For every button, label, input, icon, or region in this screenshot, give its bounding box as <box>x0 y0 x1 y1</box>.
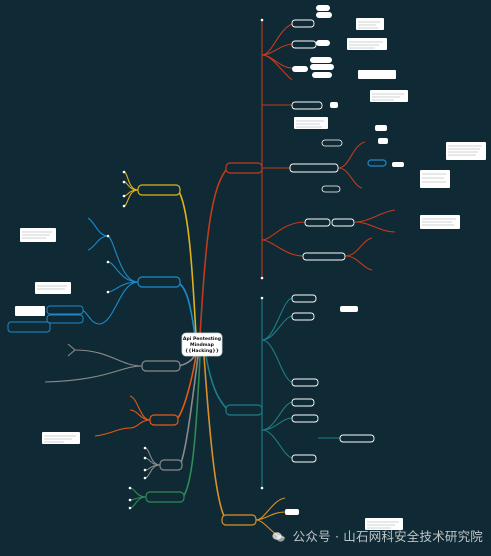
trunk-red <box>199 167 229 337</box>
node-red-main <box>225 162 263 174</box>
node-teal-main <box>225 404 263 416</box>
trunk-gray-lower <box>179 355 199 466</box>
wechat-icon <box>272 531 285 546</box>
note-card <box>35 282 71 294</box>
note-card <box>446 142 486 160</box>
node <box>310 57 332 63</box>
node-gold-main <box>221 514 257 526</box>
node-blue-highlight <box>367 159 387 167</box>
node <box>291 378 319 387</box>
node <box>304 218 331 227</box>
node <box>291 101 323 110</box>
root-node: Api Pentesting Mindmap {{Hacking}} <box>181 332 223 357</box>
node <box>285 509 299 515</box>
note-card <box>356 18 384 30</box>
trunk-gold <box>203 355 227 521</box>
node <box>340 306 358 312</box>
node <box>375 125 387 131</box>
node <box>46 314 84 324</box>
node <box>321 139 343 147</box>
node <box>291 294 317 303</box>
node <box>46 305 84 315</box>
node <box>291 414 319 423</box>
node <box>291 40 317 49</box>
watermark-text: 公众号 · 山石网科安全技术研究院 <box>292 529 483 544</box>
node-orange-main <box>149 414 179 426</box>
root-title-line-3: {{Hacking}} <box>185 348 219 354</box>
node-blue-main <box>137 276 181 288</box>
node <box>292 66 308 72</box>
node <box>289 163 339 173</box>
node <box>302 252 346 261</box>
trunk-blue <box>177 281 196 337</box>
node <box>339 434 375 443</box>
node <box>316 5 330 11</box>
node-gray-lower-main <box>159 459 183 471</box>
node-gray-upper-main <box>141 360 181 372</box>
note-card <box>15 306 45 316</box>
note-card <box>365 518 403 530</box>
trunk-green <box>182 355 201 498</box>
watermark: 公众号 · 山石网科安全技术研究院 <box>272 526 483 546</box>
trunk-teal <box>205 355 229 411</box>
node <box>316 12 332 18</box>
node <box>291 312 315 321</box>
note-card <box>370 90 408 102</box>
node <box>291 398 315 407</box>
node <box>310 64 334 70</box>
node <box>7 321 51 333</box>
note-card <box>294 117 328 129</box>
root-title-line-2: Mindmap <box>190 342 215 348</box>
note-card <box>347 38 387 50</box>
trunk-yellow <box>177 189 197 337</box>
node <box>291 454 317 463</box>
node <box>378 138 388 144</box>
note-card <box>358 70 396 79</box>
node <box>312 72 332 78</box>
node-green-main <box>145 491 185 503</box>
node <box>291 19 315 28</box>
note-card <box>420 170 450 188</box>
root-title-line-1: Api Pentesting <box>183 336 221 342</box>
node <box>331 218 355 227</box>
node-yellow-main <box>137 184 181 196</box>
node <box>316 40 330 46</box>
note-card <box>42 432 80 444</box>
node <box>330 102 338 108</box>
node <box>392 162 404 167</box>
node <box>321 185 341 193</box>
